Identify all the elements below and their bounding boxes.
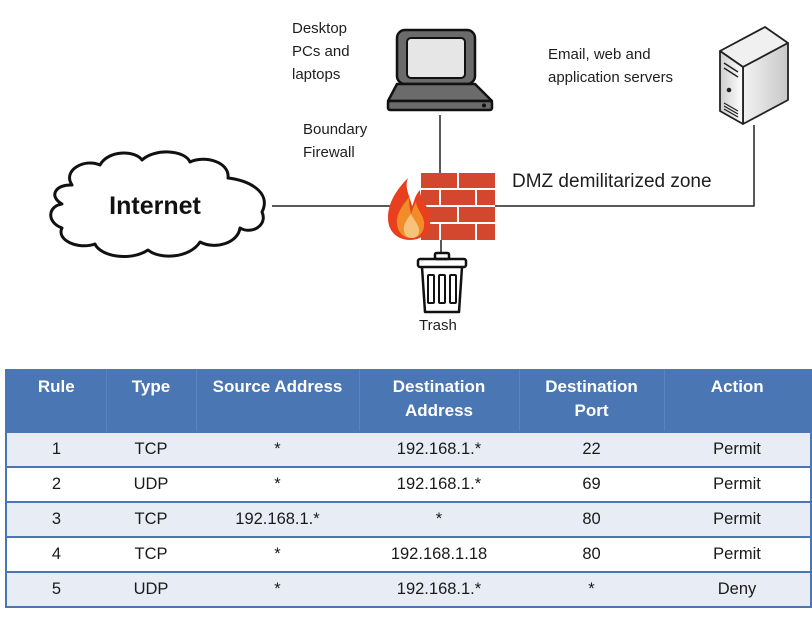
cell-rule: 3 <box>6 501 106 537</box>
firewall-dmz-link <box>494 125 755 207</box>
cell-action: Permit <box>664 431 811 467</box>
cell-destination-port: 22 <box>519 431 664 467</box>
cell-destination-address: 192.168.1.18 <box>359 536 519 572</box>
server-icon <box>719 26 789 125</box>
cell-rule: 1 <box>6 431 106 467</box>
header-source-address: Source Address <box>196 369 360 432</box>
firewall-label: Boundary Firewall <box>303 121 368 161</box>
header-rule: Rule <box>6 369 107 432</box>
cell-type: TCP <box>106 536 196 572</box>
cell-destination-port: 80 <box>519 501 664 537</box>
cell-source-address: * <box>196 466 359 502</box>
trash-label: Trash <box>419 317 457 334</box>
cell-destination-address: * <box>359 501 519 537</box>
cell-type: TCP <box>106 501 196 537</box>
cell-action: Deny <box>664 571 811 607</box>
cell-action: Permit <box>664 536 811 572</box>
table-row: 2 UDP * 192.168.1.* 69 Permit <box>6 466 811 502</box>
cell-action: Permit <box>664 501 811 537</box>
table-row: 1 TCP * 192.168.1.* 22 Permit <box>6 431 811 467</box>
table-row: 4 TCP * 192.168.1.18 80 Permit <box>6 536 811 572</box>
cell-type: UDP <box>106 571 196 607</box>
cell-destination-port: 80 <box>519 536 664 572</box>
table-row: 3 TCP 192.168.1.* * 80 Permit <box>6 501 811 537</box>
firewall-icon <box>421 173 495 240</box>
laptop-icon <box>386 28 494 112</box>
dmz-label: DMZ demilitarized zone <box>512 171 712 192</box>
cell-destination-address: 192.168.1.* <box>359 571 519 607</box>
cell-rule: 4 <box>6 536 106 572</box>
flame-icon <box>388 178 431 240</box>
cell-source-address: 192.168.1.* <box>196 501 359 537</box>
cell-source-address: * <box>196 536 359 572</box>
cell-destination-address: 192.168.1.* <box>359 466 519 502</box>
cell-type: TCP <box>106 431 196 467</box>
cell-rule: 5 <box>6 571 106 607</box>
cell-type: UDP <box>106 466 196 502</box>
network-diagram: Internet <box>49 26 789 314</box>
cloud-icon: Internet <box>49 150 266 258</box>
cell-action: Permit <box>664 466 811 502</box>
servers-label: Email, web and application servers <box>548 46 674 86</box>
cell-rule: 2 <box>6 466 106 502</box>
header-type: Type <box>106 369 197 432</box>
desktop-label: Desktop PCs and laptops <box>292 20 350 83</box>
header-action: Action <box>664 369 811 432</box>
cell-source-address: * <box>196 571 359 607</box>
cell-destination-address: 192.168.1.* <box>359 431 519 467</box>
internet-label: Internet <box>109 192 201 220</box>
trash-icon <box>416 251 468 314</box>
table-row: 5 UDP * 192.168.1.* * Deny <box>6 571 811 607</box>
cell-destination-port: * <box>519 571 664 607</box>
cell-source-address: * <box>196 431 359 467</box>
cell-destination-port: 69 <box>519 466 664 502</box>
